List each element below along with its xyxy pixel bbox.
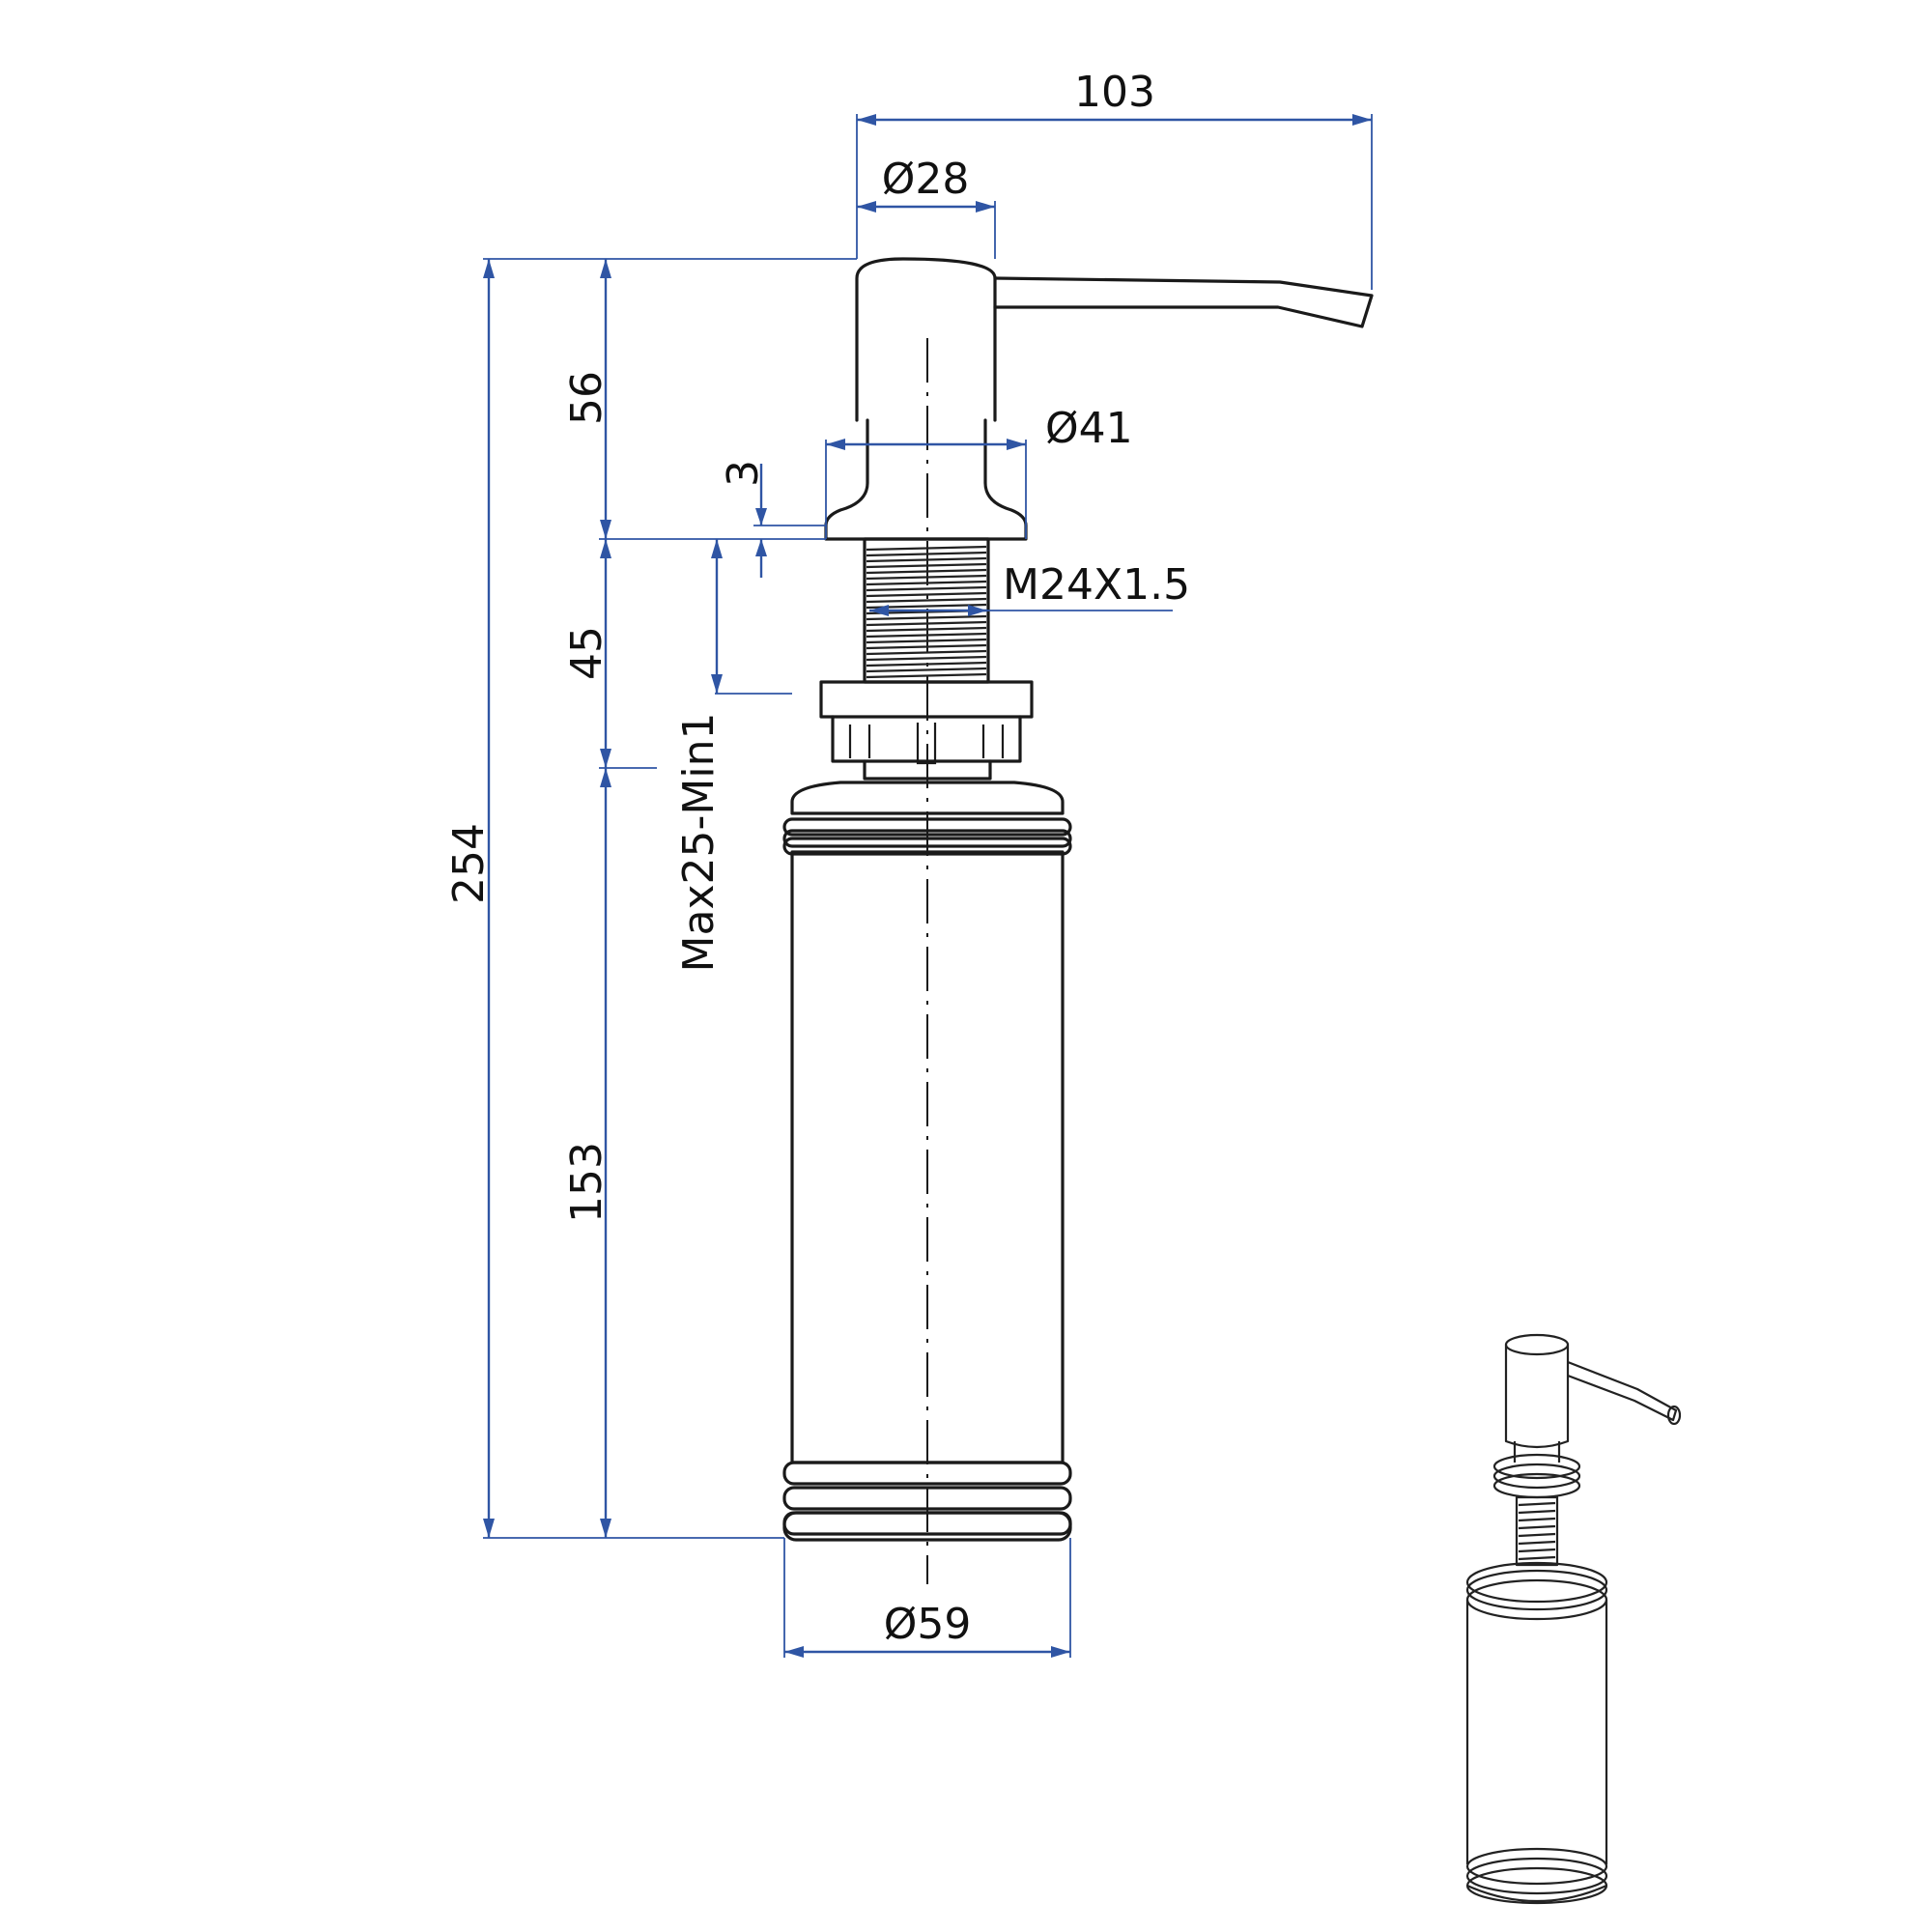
- mounting-nut: [819, 680, 1034, 719]
- dim-countertop-range: Max25-Min1: [674, 713, 724, 973]
- nut-detail: [848, 723, 1005, 765]
- thread-line: [866, 649, 987, 656]
- thread-line: [866, 655, 987, 662]
- thread-line: [866, 638, 987, 644]
- dimension-lines: [483, 114, 1373, 1658]
- dim-bottle-diameter: Ø59: [884, 1600, 972, 1649]
- thread-line: [866, 672, 987, 679]
- dim-overall-width: 103: [1074, 68, 1155, 117]
- dim-bottle-height: 153: [562, 1142, 611, 1223]
- thread-line: [866, 597, 987, 604]
- dispenser-illustration: [1465, 1333, 1682, 1905]
- dim-thread: M24X1.5: [1003, 560, 1190, 610]
- dim-head-diameter: Ø28: [882, 155, 970, 204]
- dim-flange-thickness: 3: [719, 460, 768, 487]
- thread-line: [866, 585, 987, 592]
- thread-line: [866, 545, 987, 552]
- thread-line: [866, 574, 987, 581]
- thread-line: [866, 562, 987, 569]
- thread-line: [866, 667, 987, 673]
- thread-line: [866, 661, 987, 668]
- dim-total-height: 254: [444, 823, 494, 904]
- dispenser-outline: [782, 257, 1374, 1584]
- thread-line: [866, 643, 987, 650]
- dim-head-height: 56: [562, 371, 611, 425]
- bottle-top: [790, 781, 1065, 815]
- thread-line: [866, 568, 987, 575]
- thread-line: [866, 580, 987, 586]
- thread-line: [866, 620, 987, 627]
- illustration-thread: [1518, 1501, 1556, 1561]
- thread-line: [866, 614, 987, 621]
- pump-neck: [824, 418, 1028, 541]
- pump-head: [855, 257, 997, 422]
- dim-flange-diameter: Ø41: [1045, 404, 1133, 453]
- spout: [993, 276, 1374, 328]
- thread-line: [866, 551, 987, 557]
- thread-line: [866, 632, 987, 639]
- thread-line: [866, 591, 987, 598]
- dim-shank-length: 45: [562, 626, 611, 680]
- thread-line: [866, 556, 987, 563]
- thread-line: [866, 626, 987, 633]
